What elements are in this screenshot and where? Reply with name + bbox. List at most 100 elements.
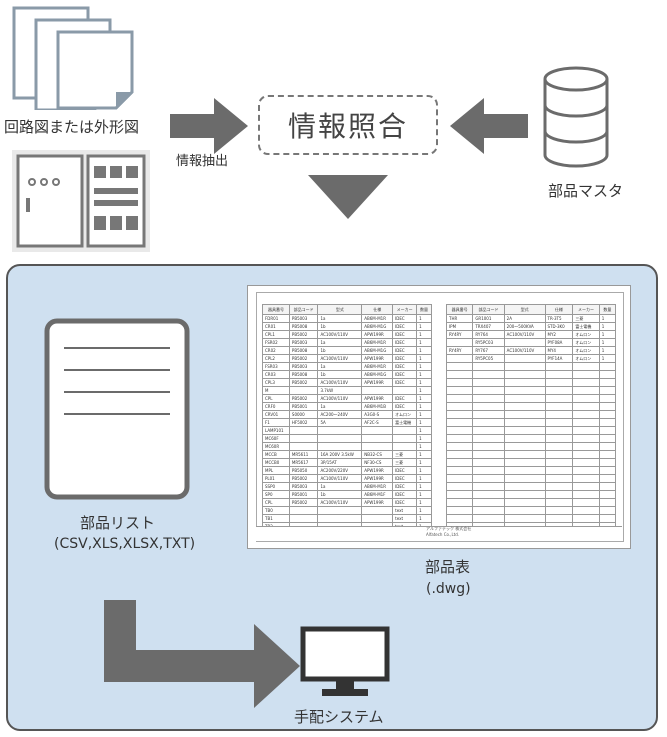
table-cell (445, 458, 474, 467)
table-cell: LAMP101 (262, 426, 290, 435)
table-cell: PB5002 (288, 394, 319, 403)
table-cell: AB6M-M1R (361, 482, 394, 491)
table-cell: PB5002 (288, 330, 319, 339)
table-row (445, 458, 617, 467)
table-cell (572, 410, 600, 419)
table-header-cell: 型式 (317, 304, 363, 315)
table-row (445, 418, 617, 427)
match-label: 情報照合 (287, 110, 408, 143)
table-cell: IDEC (392, 354, 418, 363)
table-cell (598, 466, 617, 475)
table-cell (445, 498, 474, 507)
table-cell: PB5008 (288, 346, 319, 355)
table-cell (598, 490, 617, 499)
match-box: 情報照合 (258, 95, 438, 155)
table-cell (598, 386, 617, 395)
table-cell (288, 434, 319, 443)
table-cell: CPL3 (262, 378, 290, 387)
table-header-cell: 仕様 (361, 304, 394, 315)
table-cell (572, 466, 600, 475)
table-cell (572, 450, 600, 459)
table-cell (544, 362, 574, 371)
table-cell: 1 (598, 314, 617, 323)
table-cell: AC100V/110V (503, 346, 546, 355)
table-cell: RY5PC05 (472, 354, 505, 363)
table-cell: オムロン (572, 330, 600, 339)
table-cell (503, 354, 546, 363)
table-cell: IDEC (392, 490, 418, 499)
table-cell: 富士電機 (572, 322, 600, 331)
documents-icon (12, 6, 134, 110)
table-cell: 1 (416, 378, 432, 387)
table-cell: PB5003 (288, 338, 319, 347)
table-cell (544, 514, 574, 523)
table-header-row: 器具番号部品コード型式仕様メーカー数量 (445, 304, 617, 315)
table-cell: PB5002 (288, 498, 319, 507)
table-row (445, 442, 617, 451)
table-cell (503, 474, 546, 483)
table-cell: IDEC (392, 466, 418, 475)
table-cell: IDEC (392, 322, 418, 331)
table-cell: CPL (262, 498, 290, 507)
table-row (445, 466, 617, 475)
table-cell: APW199R (361, 330, 394, 339)
table-cell: PB5003 (288, 314, 319, 323)
table-cell (503, 338, 546, 347)
table-cell: AC100V/110V (317, 498, 363, 507)
table-row (445, 474, 617, 483)
table-cell (544, 474, 574, 483)
table-cell (544, 418, 574, 427)
table-cell: STD-3K0 (544, 322, 574, 331)
table-cell: 1 (416, 482, 432, 491)
table-cell (503, 514, 546, 523)
table-cell: AB6M-M1B (361, 402, 394, 411)
table-cell: 1a (317, 402, 363, 411)
table-cell: CPL (262, 394, 290, 403)
table-cell: AC100V/110V (317, 474, 363, 483)
table-cell: SSP0 (262, 482, 290, 491)
table-cell (445, 418, 474, 427)
table-cell: 1 (598, 330, 617, 339)
parts-list-icon (44, 318, 190, 500)
table-cell (572, 482, 600, 491)
table-cell: CRV01 (262, 410, 290, 419)
table-cell: 1 (416, 506, 432, 515)
table-cell (392, 442, 418, 451)
table-cell (598, 482, 617, 491)
table-cell: CR01 (262, 322, 290, 331)
table-cell: CR03 (262, 370, 290, 379)
table-cell: PYF14A (544, 354, 574, 363)
table-cell: AC100V/110V (317, 330, 363, 339)
table-cell (445, 378, 474, 387)
table-cell (544, 498, 574, 507)
master-label: 部品マスタ (548, 182, 624, 200)
table-cell: 1 (416, 346, 432, 355)
table-cell: IDEC (392, 402, 418, 411)
table-row (445, 482, 617, 491)
table-header-cell: メーカー (392, 304, 418, 315)
table-cell: 1 (416, 466, 432, 475)
table-cell (572, 514, 600, 523)
table-cell: MC60F (262, 434, 290, 443)
table-cell: 1 (598, 346, 617, 355)
table-cell (503, 394, 546, 403)
down-arrow (308, 175, 388, 219)
table-cell (445, 410, 474, 419)
table-cell: 1b (317, 490, 363, 499)
table-cell: APW199R (361, 466, 394, 475)
table-cell (445, 466, 474, 475)
table-cell: APW199R (361, 498, 394, 507)
table-row (445, 426, 617, 435)
table-cell: オムロン (572, 354, 600, 363)
table-cell (445, 506, 474, 515)
table-cell (503, 482, 546, 491)
table-cell: F1 (262, 418, 290, 427)
table-cell (503, 434, 546, 443)
